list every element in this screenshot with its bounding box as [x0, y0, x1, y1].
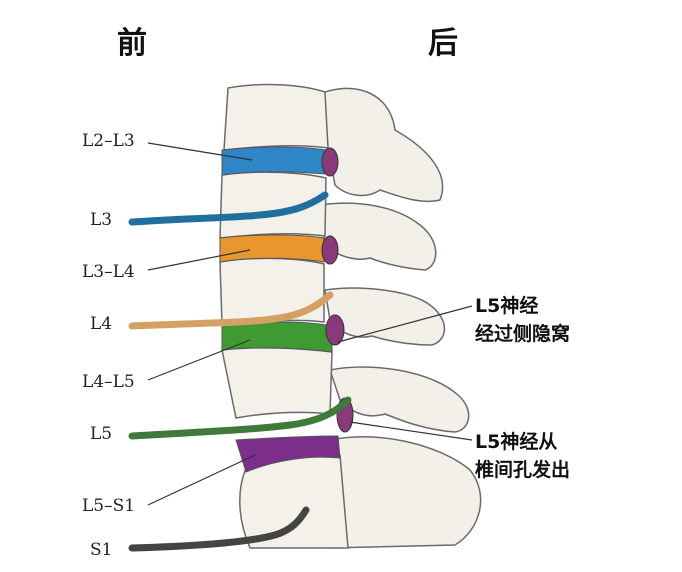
lateral-recess-note: L5神经 经过侧隐窝	[475, 292, 570, 348]
lateral-recess-line2: 经过侧隐窝	[475, 323, 571, 345]
label-L2-L3: L2–L3	[82, 131, 135, 151]
discs	[219, 146, 341, 473]
lateral-recess-line1: L5神经	[475, 295, 539, 317]
label-L4-L5: L4–L5	[82, 372, 135, 392]
nerve-L4	[128, 291, 334, 330]
disc-L2-L3	[221, 146, 327, 176]
label-L5-S1: L5–S1	[82, 496, 136, 516]
back-header: 后	[428, 26, 458, 61]
label-L4: L4	[90, 314, 113, 334]
foramen-line1: L5神经从	[475, 431, 558, 453]
foramen-note: L5神经从 椎间孔发出	[475, 428, 570, 484]
nerve-L3	[128, 191, 329, 226]
front-header: 前	[117, 26, 147, 61]
posterior-elements	[317, 87, 482, 549]
foramen-line2: 椎间孔发出	[475, 459, 571, 481]
label-S1: S1	[90, 540, 113, 560]
nerve-L5	[128, 396, 352, 440]
label-L3-L4: L3–L4	[82, 262, 135, 282]
leader-lines	[147, 142, 473, 506]
label-L3: L3	[90, 210, 113, 230]
exiting-nerves	[128, 191, 352, 552]
vertebral-bodies	[219, 83, 349, 549]
disc-L5-S1	[235, 435, 341, 473]
foramen-nerves	[321, 147, 354, 433]
disc-L3-L4	[219, 234, 325, 263]
nerve-S1	[128, 506, 310, 552]
disc-L4-L5	[221, 321, 333, 353]
label-L5: L5	[90, 424, 113, 444]
